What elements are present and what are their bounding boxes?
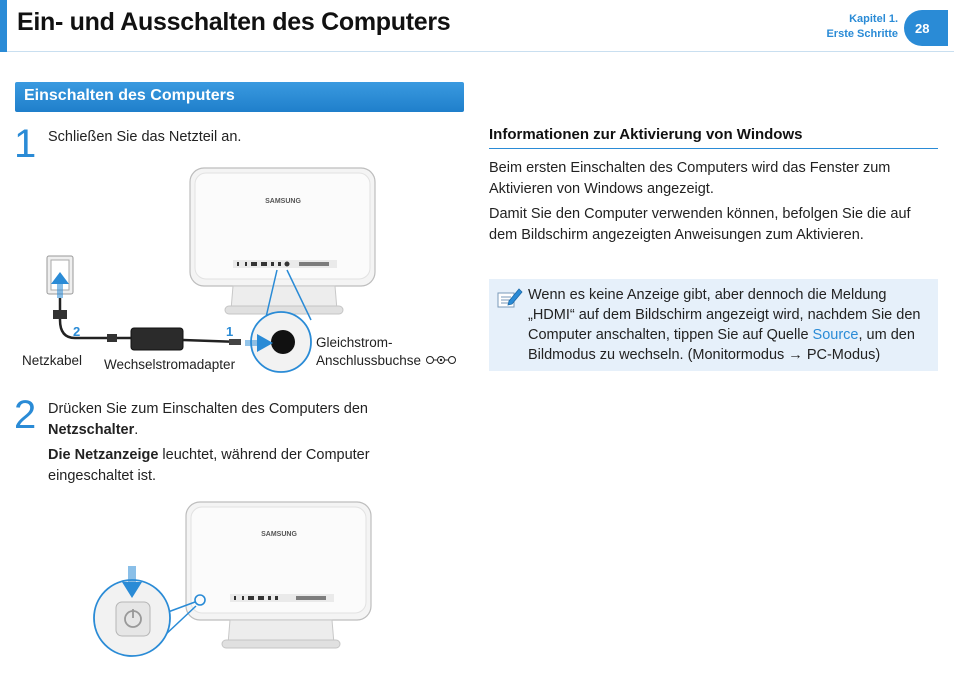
- monitor-brand-logo: SAMSUNG: [265, 198, 301, 205]
- dc-jack-label-line2: Anschlussbuchse: [316, 352, 457, 370]
- chapter-name: Erste Schritte: [826, 28, 898, 40]
- power-cable-label: Netzkabel: [22, 353, 83, 368]
- power-button-term: Netzschalter: [48, 422, 135, 438]
- title-divider: [7, 51, 954, 52]
- power-adapter-illustration: SAMSUNG: [46, 167, 376, 373]
- callout-2-label: 2: [73, 324, 81, 339]
- activation-paragraph-2: Damit Sie den Computer verwenden können,…: [489, 206, 911, 243]
- step-2-text: Drücken Sie zum Einschalten des Computer…: [48, 401, 368, 438]
- chapter-number: Kapitel 1.: [849, 13, 898, 25]
- section-heading: Einschalten des Computers: [15, 82, 464, 112]
- chapter-label: Kapitel 1. Erste Schritte: [826, 12, 898, 42]
- dc-jack-label: Gleichstrom- Anschlussbuchse: [316, 334, 457, 370]
- note-text: Wenn es keine Anzeige gibt, aber dennoch…: [528, 287, 921, 363]
- page-title: Ein- und Ausschalten des Computers: [17, 8, 451, 36]
- activation-paragraph-1: Beim ersten Einschalten des Computers wi…: [489, 160, 891, 197]
- page-number-badge: 28: [904, 10, 948, 46]
- header-accent-bar: [0, 0, 7, 52]
- step-2-number: 2: [14, 393, 37, 437]
- info-divider: [489, 148, 938, 149]
- dc-jack-label-line1: Gleichstrom-: [316, 335, 393, 350]
- note-pencil-icon: [497, 288, 523, 308]
- source-button-label: Source: [812, 327, 859, 343]
- note-box: Wenn es keine Anzeige gibt, aber dennoch…: [489, 279, 938, 371]
- windows-activation-title: Informationen zur Aktivierung von Window…: [489, 126, 803, 143]
- step-1-number: 1: [14, 122, 37, 166]
- step-2-indicator-text: Die Netzanzeige leuchtet, während der Co…: [48, 447, 370, 484]
- dc-polarity-icon: [425, 356, 456, 364]
- monitor-brand-logo-2: SAMSUNG: [261, 531, 297, 538]
- power-indicator-term: Die Netzanzeige: [48, 447, 159, 463]
- step-1-text: Schließen Sie das Netzteil an.: [48, 129, 242, 145]
- power-button-illustration: SAMSUNG: [93, 501, 372, 657]
- adapter-label: Wechselstromadapter: [104, 357, 236, 372]
- callout-1-label: 1: [226, 324, 234, 339]
